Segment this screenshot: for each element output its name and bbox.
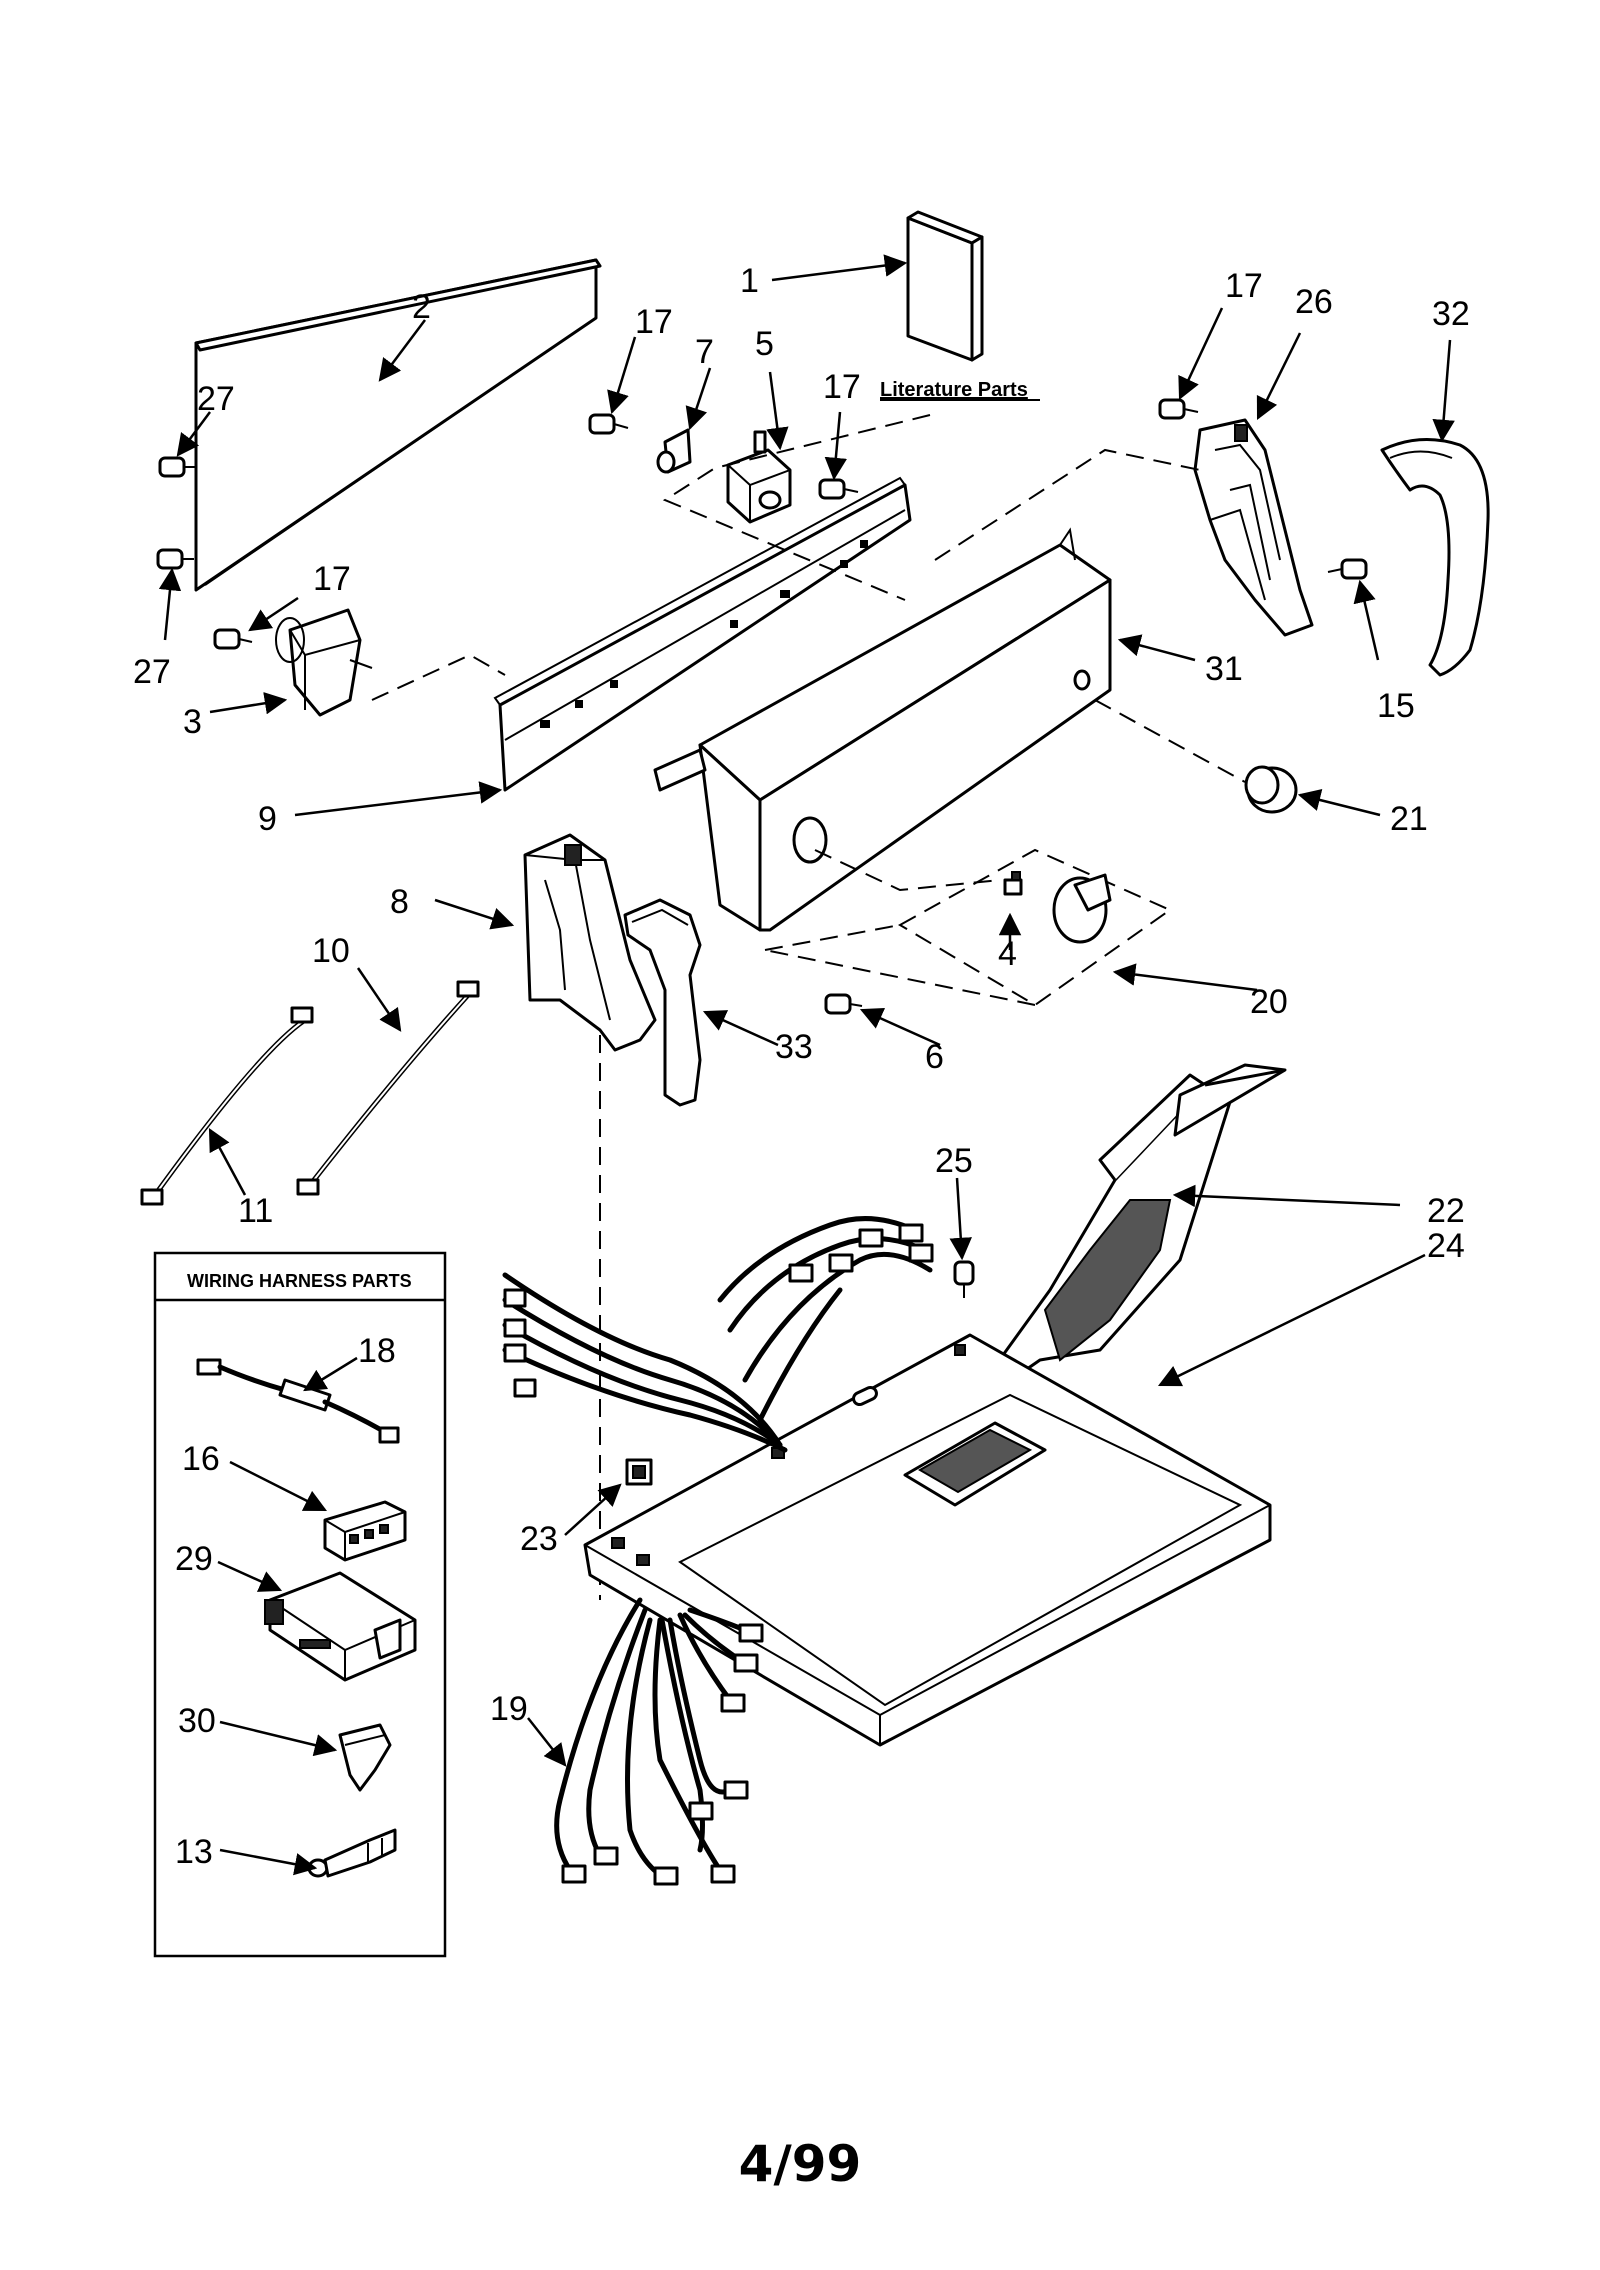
callout-17-top: 17 bbox=[635, 303, 673, 341]
clip bbox=[656, 428, 692, 474]
callout-29: 29 bbox=[175, 1540, 213, 1578]
callout-20: 20 bbox=[1250, 983, 1288, 1021]
callout-1: 1 bbox=[740, 262, 759, 300]
page-date: 4/99 bbox=[738, 2135, 862, 2193]
screw-17-left bbox=[213, 628, 253, 650]
callout-27-top: 27 bbox=[197, 380, 235, 418]
callout-10: 10 bbox=[312, 932, 350, 970]
literature-parts-label: Literature Parts bbox=[880, 379, 1028, 401]
callout-19: 19 bbox=[490, 1690, 528, 1728]
callout-17-right: 17 bbox=[1225, 267, 1263, 305]
callout-11: 11 bbox=[238, 1192, 273, 1230]
wire-clip bbox=[338, 1723, 392, 1792]
terminal-block bbox=[264, 1571, 417, 1682]
fuse-wire bbox=[196, 1358, 400, 1444]
callout-30: 30 bbox=[178, 1702, 216, 1740]
literature-booklet bbox=[906, 210, 984, 362]
switch bbox=[275, 608, 373, 717]
callout-17-left: 17 bbox=[313, 560, 351, 598]
right-end-cap bbox=[1193, 418, 1314, 637]
right-trim bbox=[1380, 438, 1490, 677]
screw-25 bbox=[953, 1260, 975, 1298]
plug bbox=[625, 1458, 653, 1486]
leader-lines bbox=[158, 254, 1455, 1876]
callout-6: 6 bbox=[925, 1038, 944, 1076]
wiring-harness-parts-label: WIRING HARNESS PARTS bbox=[187, 1271, 412, 1291]
screw-17-mid bbox=[818, 478, 859, 500]
control-panel-strip bbox=[493, 476, 912, 792]
callout-3: 3 bbox=[183, 703, 202, 741]
callout-9: 9 bbox=[258, 800, 277, 838]
wire-harness-10-11 bbox=[140, 980, 480, 1206]
knob bbox=[1244, 765, 1298, 814]
left-trim bbox=[623, 898, 702, 1107]
callout-25: 25 bbox=[935, 1142, 973, 1180]
callout-33: 33 bbox=[775, 1028, 813, 1066]
screw-17-right bbox=[1158, 398, 1199, 420]
callout-13: 13 bbox=[175, 1833, 213, 1871]
screw-6 bbox=[824, 993, 863, 1015]
assembly-lines bbox=[371, 414, 1246, 1600]
timer-motor bbox=[726, 430, 792, 524]
callout-17-mid: 17 bbox=[823, 368, 861, 406]
callout-2: 2 bbox=[412, 288, 431, 326]
callout-31: 31 bbox=[1205, 650, 1243, 688]
screw-15 bbox=[1327, 558, 1368, 580]
screw-17-top bbox=[588, 413, 629, 435]
left-end-cap bbox=[523, 833, 657, 1052]
screw-27a bbox=[158, 456, 196, 478]
callout-23: 23 bbox=[520, 1520, 558, 1558]
callout-numbers: 1 2 27 27 17 3 9 17 7 5 17 17 26 32 31 1… bbox=[133, 262, 1470, 1871]
callout-8: 8 bbox=[390, 883, 409, 921]
callout-5: 5 bbox=[755, 325, 774, 363]
screw-27b bbox=[156, 548, 194, 570]
rear-panel bbox=[194, 258, 602, 592]
callout-16: 16 bbox=[182, 1440, 220, 1478]
callout-22: 22 bbox=[1427, 1192, 1465, 1230]
wire-terminal bbox=[307, 1828, 397, 1878]
callout-32: 32 bbox=[1432, 295, 1470, 333]
callout-26: 26 bbox=[1295, 283, 1333, 321]
callout-21: 21 bbox=[1390, 800, 1428, 838]
top-panel bbox=[583, 1333, 1272, 1747]
callout-4: 4 bbox=[998, 935, 1017, 973]
lower-wire-harness bbox=[554, 1597, 764, 1886]
callout-24: 24 bbox=[1427, 1227, 1465, 1265]
callout-27-bottom: 27 bbox=[133, 653, 171, 691]
console-housing bbox=[653, 527, 1112, 932]
screws bbox=[156, 398, 1368, 1298]
connector-block bbox=[323, 1500, 407, 1562]
wiring-harness-parts-box bbox=[153, 1251, 447, 1958]
callout-18: 18 bbox=[358, 1332, 396, 1370]
main-wire-harness bbox=[502, 1216, 934, 1453]
callout-15: 15 bbox=[1377, 687, 1415, 725]
knob-kit bbox=[764, 848, 1173, 1007]
callout-7: 7 bbox=[695, 333, 714, 371]
lint-screen bbox=[973, 1063, 1287, 1407]
